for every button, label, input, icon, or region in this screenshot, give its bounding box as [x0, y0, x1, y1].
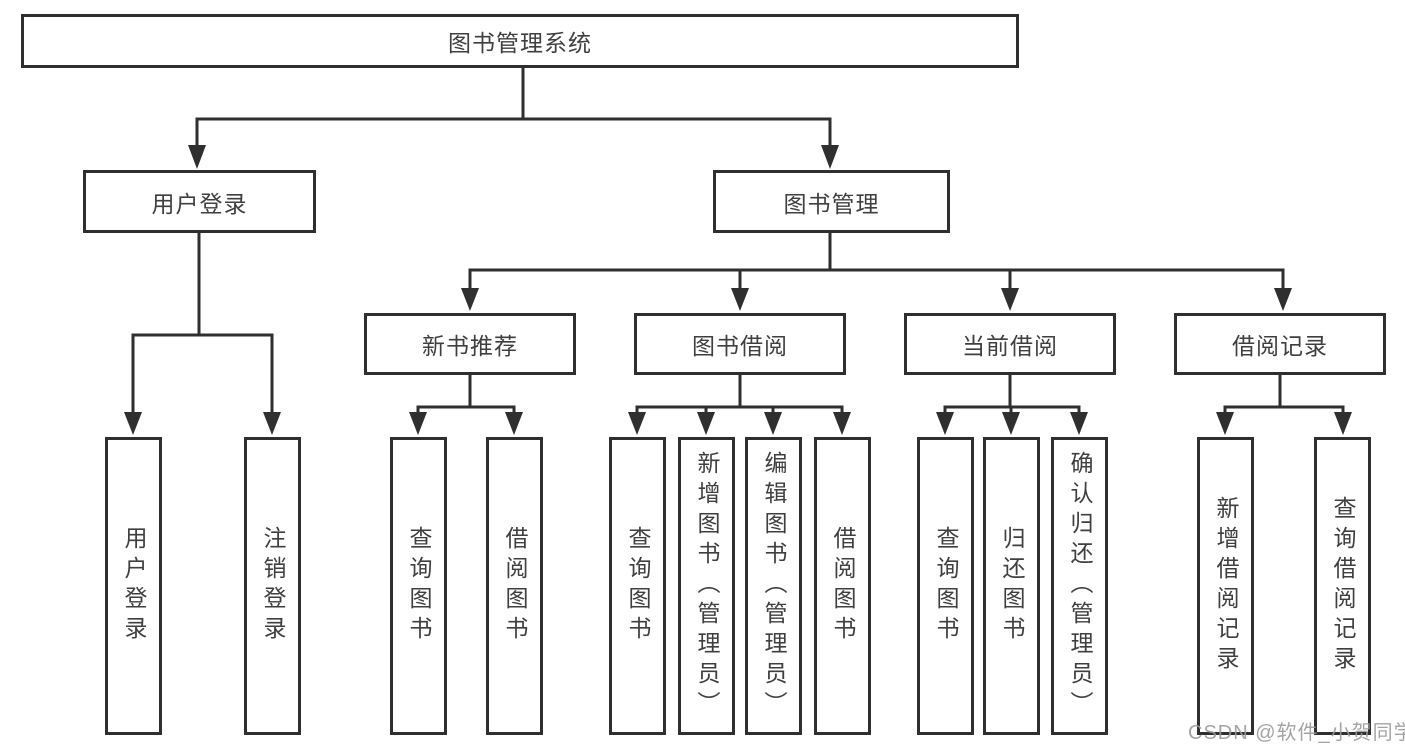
leaf-label: 借阅图书	[502, 526, 528, 646]
node-label: 图书借阅	[692, 333, 788, 359]
node-label: 图书管理	[783, 190, 880, 217]
leaf-label: 查询图书	[625, 526, 651, 646]
leaf-label: 归还图书	[999, 526, 1025, 646]
node-root-system: 图书管理系统	[21, 14, 1019, 68]
node-label: 借阅记录	[1232, 333, 1328, 359]
leaf-label: 注销登录	[260, 526, 286, 646]
node-book-borrow: 图书借阅	[634, 313, 846, 375]
node-label: 当前借阅	[962, 333, 1058, 359]
leaf-label: 查询图书	[933, 526, 959, 646]
leaf-label: 新增图书（管理员）	[694, 451, 720, 721]
node-new-book-recommend: 新书推荐	[364, 313, 576, 375]
leaf-user-login: 用户登录	[105, 437, 162, 735]
leaf-label: 编辑图书（管理员）	[761, 451, 787, 721]
leaf-return-books: 归还图书	[983, 437, 1040, 735]
leaf-label: 新增借阅记录	[1213, 496, 1239, 676]
leaf-query-borrow-record: 查询借阅记录	[1314, 437, 1371, 735]
leaf-add-books-admin: 新增图书（管理员）	[678, 437, 735, 735]
leaf-label: 借阅图书	[830, 526, 856, 646]
leaf-label: 用户登录	[121, 526, 147, 646]
leaf-borrow-books-1: 借阅图书	[486, 437, 543, 735]
leaf-edit-books-admin: 编辑图书（管理员）	[745, 437, 802, 735]
leaf-query-books-2: 查询图书	[609, 437, 666, 735]
node-borrow-records: 借阅记录	[1174, 313, 1386, 375]
arrowheads	[124, 145, 1352, 435]
leaf-query-books-3: 查询图书	[917, 437, 974, 735]
node-book-management: 图书管理	[713, 170, 950, 233]
leaf-label: 确认归还（管理员）	[1067, 451, 1093, 721]
node-root-label: 图书管理系统	[448, 30, 592, 56]
node-label: 用户登录	[151, 190, 248, 217]
node-user-login: 用户登录	[83, 170, 316, 233]
leaf-logout: 注销登录	[244, 437, 301, 735]
leaf-borrow-books-2: 借阅图书	[814, 437, 871, 735]
leaf-label: 查询借阅记录	[1330, 496, 1356, 676]
leaf-add-borrow-record: 新增借阅记录	[1197, 437, 1254, 735]
node-current-borrow: 当前借阅	[904, 313, 1116, 375]
node-label: 新书推荐	[422, 333, 518, 359]
leaf-label: 查询图书	[406, 526, 432, 646]
leaf-query-books-1: 查询图书	[390, 437, 447, 735]
csdn-watermark: CSDN @软件_小贺同学	[1188, 722, 1405, 744]
leaf-confirm-return-admin: 确认归还（管理员）	[1051, 437, 1108, 735]
